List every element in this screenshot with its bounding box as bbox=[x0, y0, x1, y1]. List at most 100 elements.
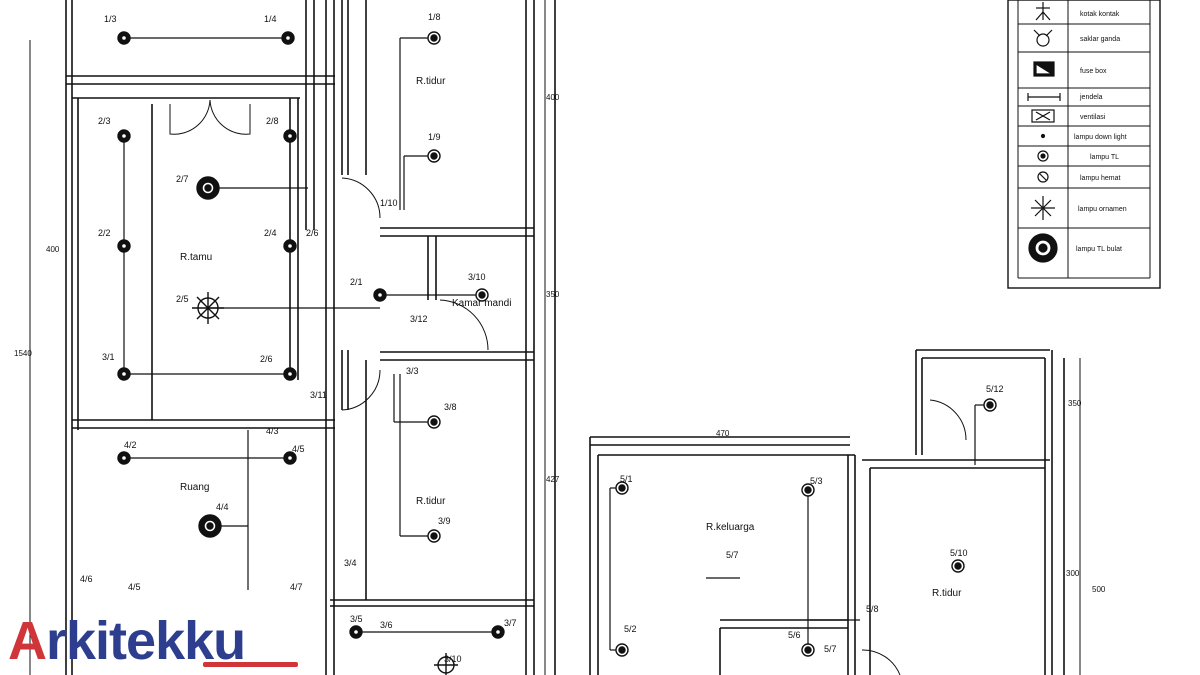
room-name: Kamar mandi bbox=[452, 298, 511, 309]
legend-label: saklar ganda bbox=[1080, 36, 1120, 43]
fixture-label: 2/5 bbox=[176, 294, 189, 304]
fixture-label: 3/6 bbox=[380, 620, 393, 630]
fixture-label: 4/5 bbox=[128, 582, 141, 592]
window-icon bbox=[1027, 93, 1061, 101]
dimension-text: 470 bbox=[716, 429, 730, 438]
lamp-icon bbox=[283, 367, 297, 381]
lamp-icon bbox=[427, 149, 441, 163]
lamp-icon bbox=[983, 398, 997, 412]
legend-label: kotak kontak bbox=[1080, 11, 1120, 18]
door-swing bbox=[341, 177, 381, 219]
legend-label: lampu down light bbox=[1074, 134, 1127, 141]
door-swing bbox=[341, 369, 381, 411]
fixture-label: 5/10 bbox=[950, 548, 968, 558]
lamp-icon bbox=[951, 559, 965, 573]
lamp-icon bbox=[283, 129, 297, 143]
fixture-label: 3/4 bbox=[344, 558, 357, 568]
fixture-label: 5/12 bbox=[986, 384, 1004, 394]
downlight-icon bbox=[1040, 133, 1046, 139]
door-swing bbox=[861, 649, 901, 675]
brand-underline bbox=[203, 662, 298, 667]
lamp-icon bbox=[475, 288, 489, 302]
lamp-icon bbox=[427, 31, 441, 45]
fixture-label: 1/10 bbox=[380, 198, 398, 208]
brand-wordmark: Arkitekku bbox=[8, 611, 246, 671]
dimension-text: 400 bbox=[46, 245, 60, 254]
lamp-icon bbox=[283, 239, 297, 253]
fixture-label: 2/8 bbox=[266, 116, 279, 126]
door-swing bbox=[169, 99, 211, 135]
round-tl-lamp-icon bbox=[1028, 233, 1058, 263]
brand-logo: Arkitekku bbox=[8, 608, 298, 671]
brand-rest: rkitekku bbox=[46, 611, 246, 671]
fixture-label: 3/11 bbox=[310, 390, 327, 400]
fixture-label: 3/10 bbox=[444, 654, 462, 664]
fixture-label: 5/8 bbox=[866, 604, 879, 614]
fixture-label: 5/7 bbox=[824, 644, 837, 654]
fixture-label: 5/2 bbox=[624, 624, 637, 634]
fixture-label: 3/1 bbox=[102, 352, 115, 362]
lamp-icon bbox=[491, 625, 505, 639]
dimension-text: 400 bbox=[546, 93, 560, 102]
fixture-label: 3/5 bbox=[350, 614, 363, 624]
fixture-label: 2/6 bbox=[306, 228, 319, 238]
fixture-label: 3/3 bbox=[406, 366, 419, 376]
door-swing bbox=[439, 299, 489, 351]
lamp-icon bbox=[349, 625, 363, 639]
dimension-text: 500 bbox=[1092, 585, 1106, 594]
lamp-icon bbox=[117, 367, 131, 381]
fixture-label: 4/4 bbox=[216, 502, 229, 512]
fixture-label: 3/7 bbox=[504, 618, 517, 628]
brand-initial: A bbox=[8, 611, 47, 671]
fixture-label: 2/6 bbox=[260, 354, 273, 364]
fixture-label: 2/2 bbox=[98, 228, 111, 238]
lamp-tl-round-icon bbox=[196, 176, 220, 200]
fixture-label: 5/7 bbox=[726, 550, 739, 560]
lamp-icon bbox=[373, 288, 387, 302]
legend-label: jendela bbox=[1079, 94, 1103, 101]
lamp-icon bbox=[117, 239, 131, 253]
fixture-label: 2/7 bbox=[176, 174, 189, 184]
legend-label: lampu hemat bbox=[1080, 175, 1121, 182]
lamp-icon bbox=[615, 643, 629, 657]
fixture-label: 4/3 bbox=[266, 426, 279, 436]
lamp-icon bbox=[801, 643, 815, 657]
legend-label: lampu TL bbox=[1090, 154, 1119, 161]
room-name: R.keluarga bbox=[706, 522, 755, 533]
fixture-label: 2/1 bbox=[350, 277, 363, 287]
door-swing bbox=[929, 399, 967, 441]
fixture-label: 2/3 bbox=[98, 116, 111, 126]
dimension-text: 1540 bbox=[14, 349, 32, 358]
lamp-ornament-icon bbox=[434, 653, 458, 675]
fixture-label: 2/4 bbox=[264, 228, 277, 238]
fixture-label: 4/6 bbox=[80, 574, 93, 584]
lamp-icon bbox=[283, 451, 297, 465]
socket-icon bbox=[1035, 2, 1051, 21]
fixture-label: 5/3 bbox=[810, 476, 823, 486]
lamp-ornament-icon bbox=[192, 292, 224, 324]
lamp-icon bbox=[117, 451, 131, 465]
legend-label: fuse box bbox=[1080, 68, 1107, 75]
lamp-icon bbox=[427, 415, 441, 429]
lamp-icon bbox=[117, 31, 131, 45]
fixture-label: 1/3 bbox=[104, 14, 117, 24]
room-name: R.tidur bbox=[932, 588, 962, 599]
lamp-icon bbox=[117, 129, 131, 143]
fixture-label: 3/12 bbox=[410, 314, 428, 324]
double-switch-icon bbox=[1033, 29, 1053, 47]
dimension-text: 350 bbox=[1068, 399, 1082, 408]
dimension-text: 427 bbox=[546, 475, 560, 484]
fixture-label: 1/9 bbox=[428, 132, 441, 142]
fixture-label: 3/10 bbox=[468, 272, 486, 282]
fixture-label: 1/8 bbox=[428, 12, 441, 22]
fixture-label: 3/9 bbox=[438, 516, 451, 526]
fixture-label: 1/4 bbox=[264, 14, 277, 24]
fixture-label: 5/6 bbox=[788, 630, 801, 640]
lamp-icon bbox=[801, 483, 815, 497]
legend-label: lampu TL bulat bbox=[1076, 246, 1122, 253]
lamp-tl-icon bbox=[1037, 150, 1049, 162]
dimension-text: 350 bbox=[546, 290, 560, 299]
room-name: Ruang bbox=[180, 482, 209, 493]
fixture-label: 3/8 bbox=[444, 402, 457, 412]
legend-label: lampu ornamen bbox=[1078, 206, 1127, 213]
